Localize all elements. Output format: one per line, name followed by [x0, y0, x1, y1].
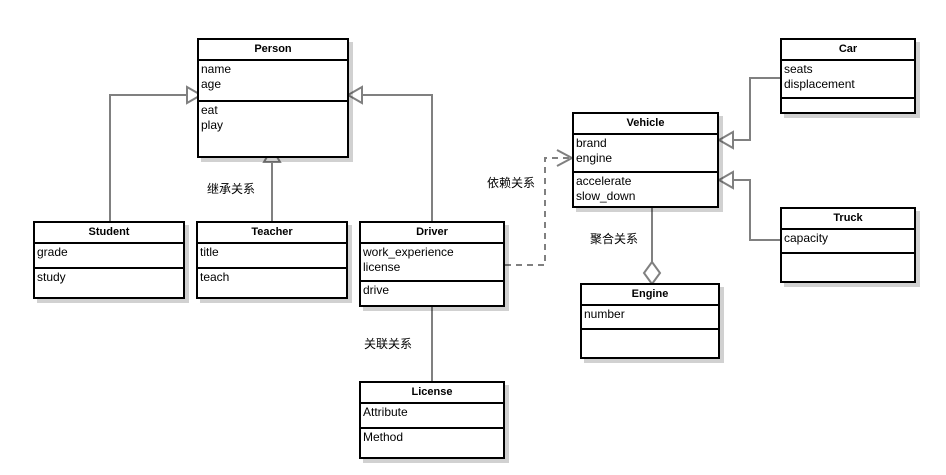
class-member: displacement [784, 77, 855, 91]
class-methods-engine [582, 330, 718, 333]
class-member: engine [576, 151, 613, 165]
class-member: slow_down [576, 189, 636, 203]
class-attributes-person: name age [199, 61, 347, 102]
class-name-driver: Driver [361, 223, 503, 244]
class-member: seats [784, 62, 813, 76]
class-methods-license: Method [361, 429, 503, 447]
edge-teacher-person-generalization [262, 145, 282, 222]
class-attributes-engine: number [582, 306, 718, 330]
class-member: age [201, 77, 222, 91]
edge-vehicle-engine-aggregation [642, 208, 662, 286]
class-attributes-truck: capacity [782, 230, 914, 254]
class-member: play [201, 118, 224, 132]
edge-label-association: 关联关系 [364, 337, 413, 351]
edge-car-vehicle-generalization [716, 77, 780, 150]
class-member: Attribute [363, 405, 408, 419]
edge-driver-vehicle-dependency [505, 149, 575, 266]
class-methods-teacher: teach [198, 269, 346, 287]
class-attributes-student: grade [35, 244, 183, 269]
class-member: grade [37, 245, 68, 259]
class-member: Method [363, 430, 404, 444]
class-box-car[interactable]: Car seats displacement [780, 38, 916, 114]
class-box-truck[interactable]: Truck capacity [780, 207, 916, 283]
class-name-engine: Engine [582, 285, 718, 306]
class-attributes-driver: work_experience license [361, 244, 503, 282]
class-methods-driver: drive [361, 282, 503, 300]
class-box-person[interactable]: Person name age eat play [197, 38, 349, 158]
class-member: study [37, 270, 66, 284]
class-methods-student: study [35, 269, 183, 287]
class-attributes-vehicle: brand engine [574, 135, 717, 173]
class-member: work_experience [363, 245, 454, 259]
edge-student-person-generalization [109, 85, 204, 222]
class-name-truck: Truck [782, 209, 914, 230]
edge-label-inheritance: 继承关系 [207, 182, 256, 196]
edge-label-aggregation: 聚合关系 [590, 232, 639, 246]
class-attributes-car: seats displacement [782, 61, 914, 99]
class-box-engine[interactable]: Engine number [580, 283, 720, 359]
class-name-person: Person [199, 40, 347, 61]
class-box-student[interactable]: Student grade study [33, 221, 185, 299]
class-attributes-teacher: title [198, 244, 346, 269]
class-member: capacity [784, 231, 829, 245]
class-box-driver[interactable]: Driver work_experience license drive [359, 221, 505, 307]
class-box-license[interactable]: License Attribute Method [359, 381, 505, 459]
class-name-license: License [361, 383, 503, 404]
class-box-teacher[interactable]: Teacher title teach [196, 221, 348, 299]
class-methods-vehicle: accelerate slow_down [574, 173, 717, 206]
class-methods-car [782, 99, 914, 102]
class-member: eat [201, 103, 218, 117]
edge-label-dependency: 依赖关系 [487, 176, 536, 190]
class-member: brand [576, 136, 607, 150]
class-member: license [363, 260, 401, 274]
class-methods-truck [782, 254, 914, 257]
class-member: number [584, 307, 625, 321]
class-methods-person: eat play [199, 102, 347, 135]
class-member: drive [363, 283, 390, 297]
edge-truck-vehicle-generalization [716, 170, 780, 241]
class-member: teach [200, 270, 230, 284]
class-attributes-license: Attribute [361, 404, 503, 429]
class-name-vehicle: Vehicle [574, 114, 717, 135]
class-name-teacher: Teacher [198, 223, 346, 244]
class-member: accelerate [576, 174, 632, 188]
class-name-car: Car [782, 40, 914, 61]
class-member: name [201, 62, 232, 76]
edge-driver-person-generalization [345, 85, 433, 222]
class-name-student: Student [35, 223, 183, 244]
class-box-vehicle[interactable]: Vehicle brand engine accelerate slow_dow… [572, 112, 719, 208]
class-member: title [200, 245, 219, 259]
